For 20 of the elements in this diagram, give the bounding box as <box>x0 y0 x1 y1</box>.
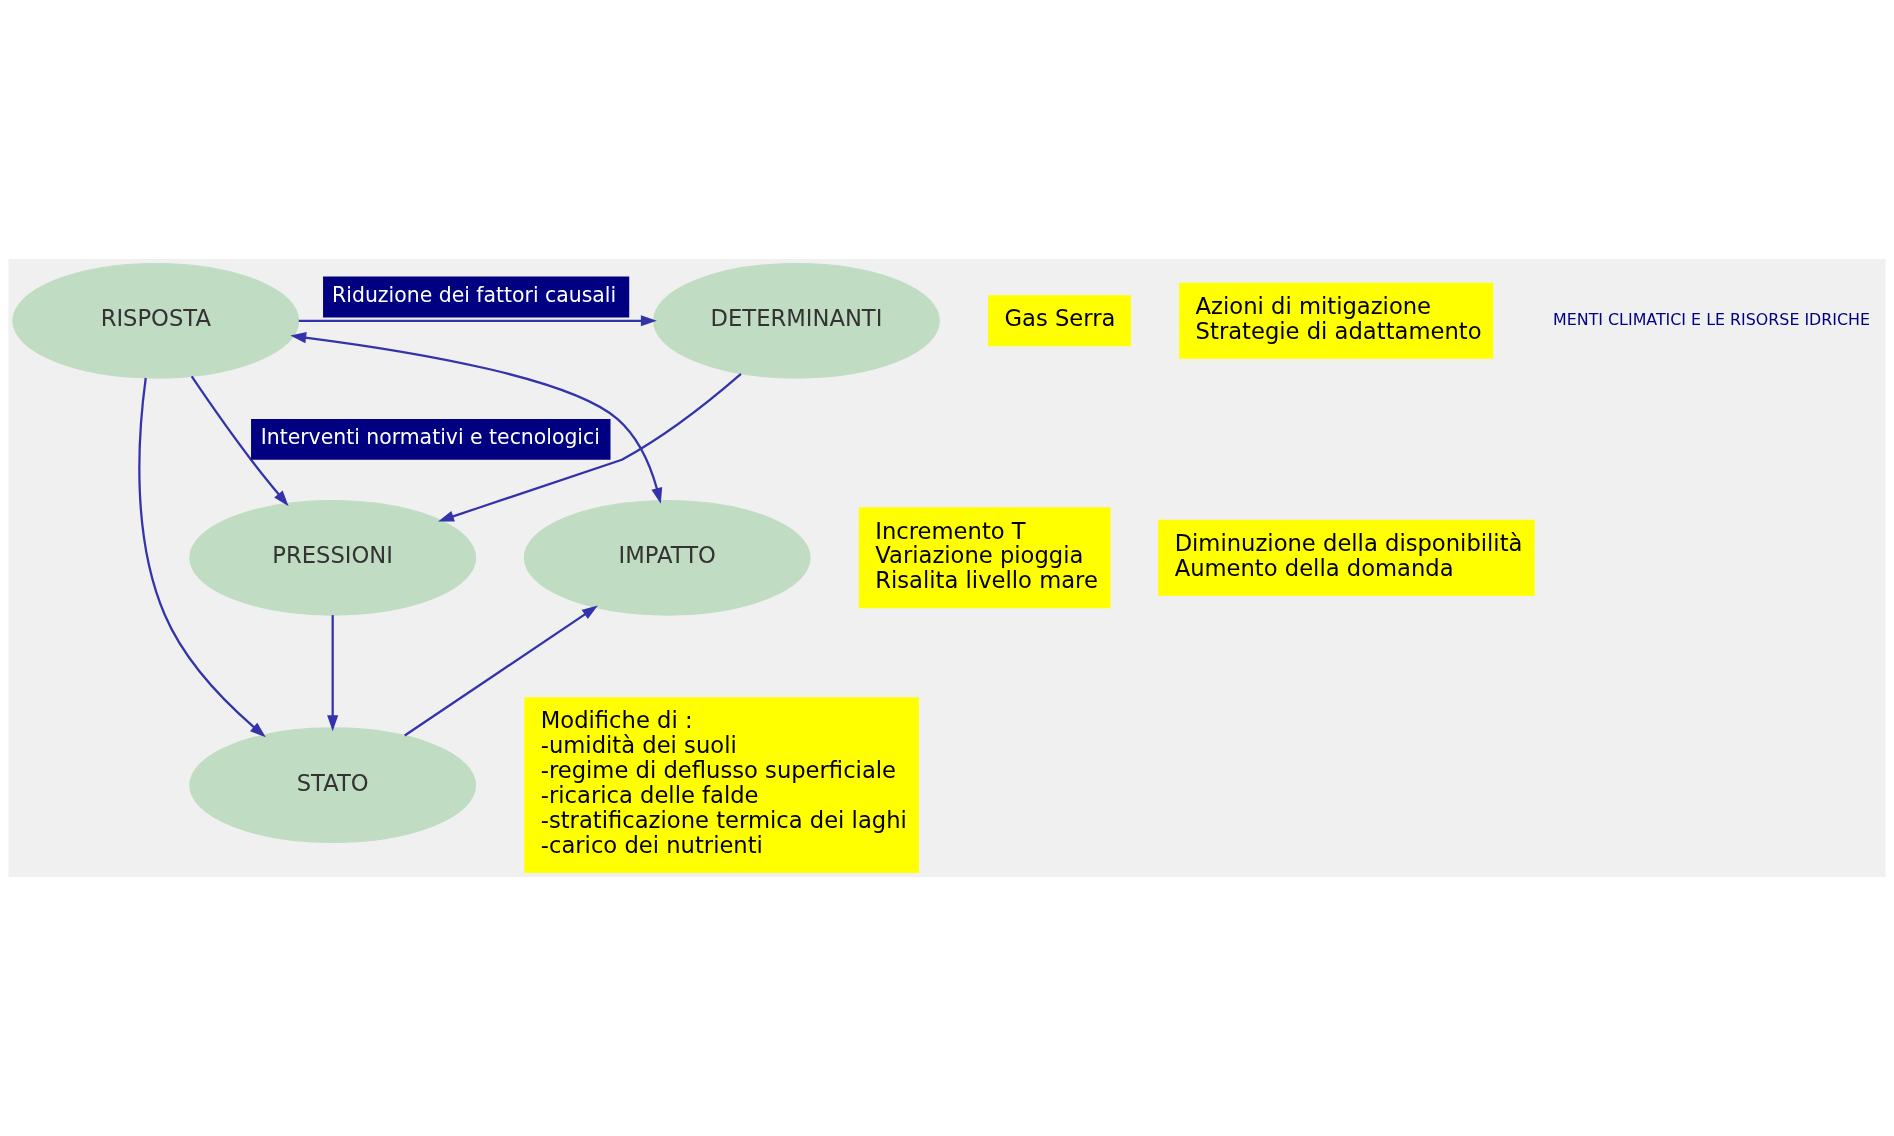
arrow <box>298 315 657 327</box>
label: MENTI CLIMATICI E LE RISORSE IDRICHE <box>1553 310 1871 329</box>
edge-label: Riduzione dei fattori causali <box>332 282 617 307</box>
node-ellipse: RISPOSTA <box>12 262 300 379</box>
node-ellipse: STATO <box>189 727 477 843</box>
arrow <box>138 377 266 738</box>
arrow <box>438 373 742 522</box>
node-box: Azioni di mitigazione Strategie di adattamento <box>1179 282 1494 359</box>
arrow <box>190 375 289 507</box>
node-ellipse: DETERMINANTI <box>653 262 940 379</box>
edge-label: Interventi normativi e tecnologici <box>260 425 600 450</box>
arrow <box>290 332 663 504</box>
node-box: Modifiche di : -umidità dei suoli -regime di deflusso superficiale -ricarica delle falde -stratificazione termica dei laghi -carico dei nutrienti <box>524 697 919 874</box>
node-box: Diminuzione della disponibilità Aumento della domanda <box>1158 519 1535 596</box>
arrow <box>404 605 598 737</box>
node-ellipse: IMPATTO <box>523 499 811 616</box>
node-box: Gas Serra <box>988 295 1131 347</box>
node-ellipse: PRESSIONI <box>189 499 477 616</box>
arrow <box>327 615 339 732</box>
node-box: Incremento T Variazione pioggia Risalita livello mare <box>858 507 1111 609</box>
